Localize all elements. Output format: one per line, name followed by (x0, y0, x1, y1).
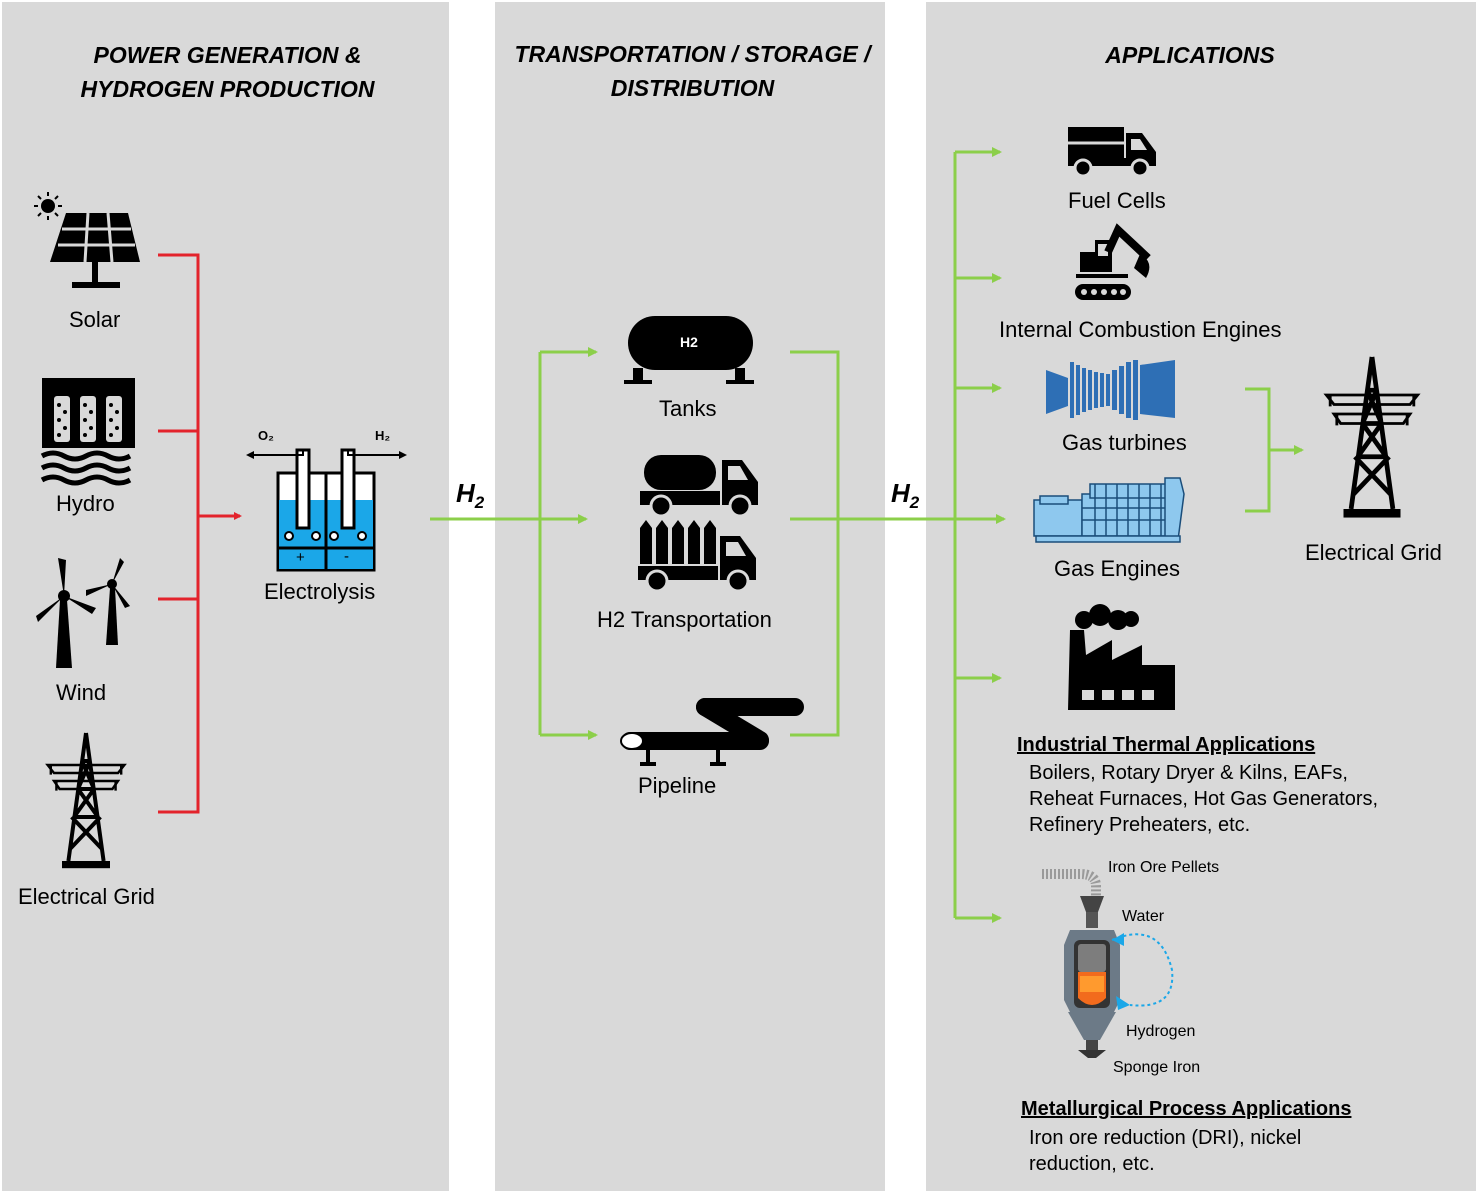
h2-out-label: H₂ (375, 428, 391, 443)
h2-transportation-label: H2 Transportation (597, 607, 772, 632)
wind-label: Wind (56, 680, 107, 705)
industrial-heading: Industrial Thermal Applications (1017, 734, 1316, 756)
water-label: Water (1122, 908, 1165, 925)
tanker-truck-icon (640, 455, 758, 518)
tanks-label: Tanks (659, 396, 717, 421)
red-connectors (158, 253, 242, 814)
fuel-cells-label: Fuel Cells (1068, 188, 1166, 213)
transport-title: TRANSPORTATION / STORAGE / DISTRIBUTION (514, 41, 871, 101)
iron-ore-label: Iron Ore Pellets (1108, 859, 1220, 876)
gas-turbine-icon (1046, 360, 1175, 420)
hydro-dam-icon (40, 378, 135, 486)
industrial-description: Boilers, Rotary Dryer & Kilns, EAFs, Reh… (1029, 762, 1379, 836)
grid-app-label: Electrical Grid (1305, 540, 1442, 565)
electrode-minus: - (344, 548, 349, 565)
solar-panel-icon (34, 192, 140, 288)
hydro-label: Hydro (56, 491, 115, 516)
green-connectors-left (430, 147, 1304, 923)
transmission-tower-icon-right (1326, 357, 1417, 518)
pipeline-icon (620, 698, 804, 766)
solar-label: Solar (69, 307, 121, 332)
panel-transport (495, 2, 885, 1191)
metallurgical-description: Iron ore reduction (DRI), nickel reducti… (1029, 1127, 1302, 1175)
dri-furnace-icon (1042, 869, 1174, 1058)
tank-h2-mark: H2 (680, 334, 698, 350)
electrolysis-cell-icon (246, 448, 407, 572)
metallurgical-heading: Metallurgical Process Applications (1021, 1098, 1352, 1120)
pipeline-label: Pipeline (638, 773, 717, 798)
h2-flow-label-2: H2 (891, 478, 920, 513)
h2-flow-label-1: H2 (456, 478, 485, 513)
applications-title: APPLICATIONS (1105, 42, 1275, 68)
grid-source-label: Electrical Grid (18, 884, 155, 909)
gas-turbines-label: Gas turbines (1062, 430, 1187, 455)
h2-tank-icon (624, 316, 754, 384)
cylinder-truck-icon (638, 520, 756, 593)
gas-engines-label: Gas Engines (1054, 556, 1180, 581)
electrolysis-label: Electrolysis (264, 579, 376, 604)
truck-icon (1068, 127, 1156, 178)
panel-generation (2, 2, 449, 1191)
transmission-tower-icon (48, 733, 125, 868)
ice-label: Internal Combustion Engines (999, 317, 1282, 342)
hydrogen-label: Hydrogen (1126, 1023, 1196, 1040)
excavator-icon (1075, 223, 1151, 300)
wind-turbine-icon (36, 558, 130, 668)
sponge-iron-label: Sponge Iron (1113, 1059, 1201, 1076)
panel-applications (926, 2, 1476, 1191)
o2-label: O₂ (258, 428, 274, 443)
generation-title: POWER GENERATION & HYDROGEN PRODUCTION (80, 42, 375, 102)
factory-icon (1068, 604, 1175, 710)
gas-engine-icon (1033, 477, 1185, 543)
electrode-plus: + (296, 549, 305, 566)
